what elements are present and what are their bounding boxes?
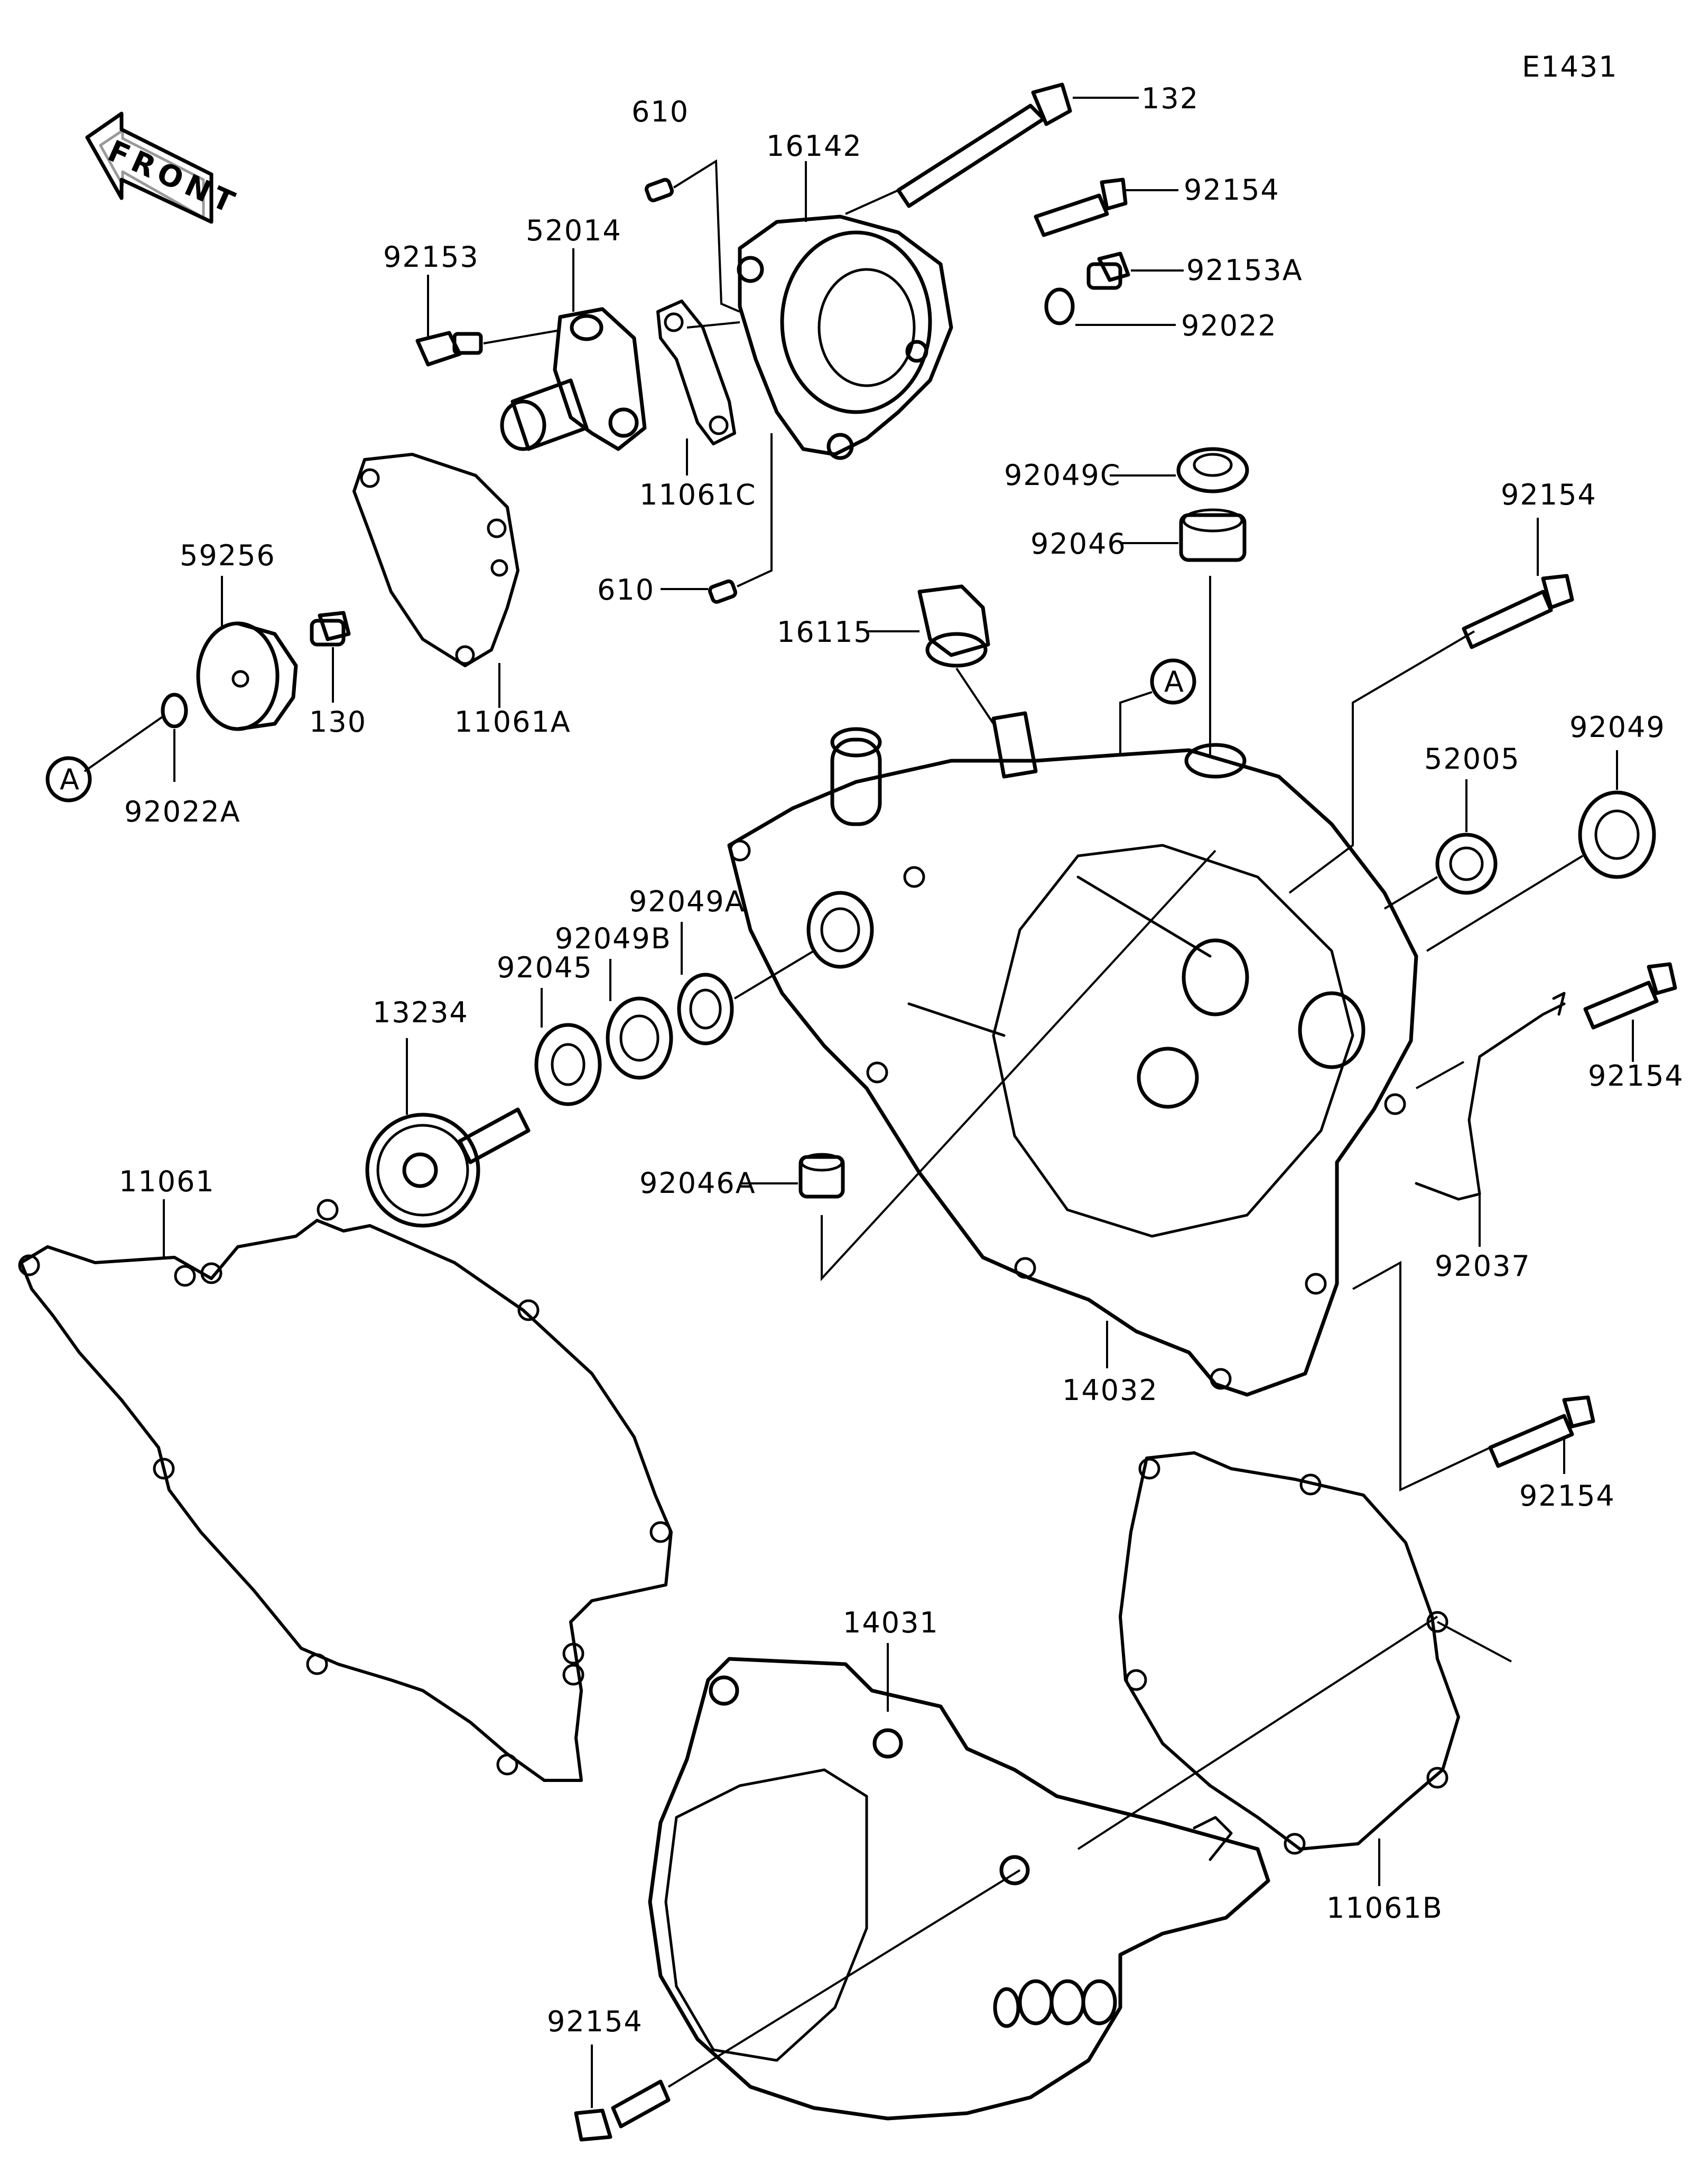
bolt-92154-top bbox=[1034, 178, 1128, 237]
washer-92022 bbox=[1044, 287, 1075, 325]
part-label-92046: 92046 bbox=[1030, 527, 1127, 561]
bolt-92154-right bbox=[1462, 574, 1574, 649]
part-label-132: 132 bbox=[1141, 82, 1199, 115]
gasket-11061B bbox=[1119, 1451, 1460, 1855]
seal-92049C bbox=[1176, 447, 1249, 493]
part-label-92154-right: 92154 bbox=[1501, 478, 1597, 511]
impeller-59256 bbox=[196, 621, 298, 731]
part-label-610-top: 610 bbox=[631, 95, 689, 128]
part-label-92154-top: 92154 bbox=[1184, 173, 1280, 207]
front-direction-arrow: FRONT bbox=[85, 111, 244, 224]
bolt-92153 bbox=[415, 331, 483, 367]
washer-92022A bbox=[161, 693, 188, 729]
svg-text:A: A bbox=[1164, 665, 1185, 698]
part-label-130: 130 bbox=[309, 705, 367, 739]
ref-marker-a-left: A bbox=[45, 756, 92, 802]
part-label-14031: 14031 bbox=[843, 1606, 939, 1639]
part-label-92154-mid: 92154 bbox=[1588, 1059, 1684, 1093]
part-label-92049A: 92049A bbox=[629, 885, 746, 918]
part-label-92037: 92037 bbox=[1435, 1249, 1531, 1283]
seal-92049B bbox=[606, 996, 673, 1080]
part-label-13234: 13234 bbox=[373, 996, 469, 1029]
bearing-92046 bbox=[1179, 508, 1247, 562]
part-label-11061B: 11061B bbox=[1326, 1891, 1443, 1925]
seal-92049A bbox=[677, 973, 734, 1046]
bearing-92045 bbox=[534, 1023, 602, 1106]
dowel-610-bottom bbox=[708, 579, 737, 604]
part-label-11061: 11061 bbox=[119, 1165, 215, 1198]
left-cover-14031 bbox=[648, 1657, 1270, 2121]
part-label-92049C: 92049C bbox=[1004, 459, 1121, 492]
part-label-92046A: 92046A bbox=[639, 1166, 756, 1200]
part-label-92022: 92022 bbox=[1181, 309, 1277, 342]
part-label-52014: 52014 bbox=[526, 214, 622, 247]
svg-text:A: A bbox=[60, 763, 80, 796]
bolt-132 bbox=[896, 82, 1072, 208]
part-label-92154-lower: 92154 bbox=[1519, 1479, 1615, 1513]
gear-13234 bbox=[365, 1107, 531, 1228]
part-label-14032: 14032 bbox=[1062, 1374, 1158, 1407]
part-label-92045: 92045 bbox=[497, 951, 593, 984]
part-label-92154-bottom: 92154 bbox=[547, 2005, 643, 2038]
bolt-92154-bottom bbox=[574, 2079, 671, 2142]
gasket-11061A bbox=[352, 453, 519, 667]
part-label-16115: 16115 bbox=[777, 615, 873, 649]
diagram-id: E1431 bbox=[1522, 50, 1618, 83]
part-label-92049: 92049 bbox=[1569, 711, 1666, 744]
seal-92049 bbox=[1578, 790, 1656, 879]
bearing-92046A bbox=[798, 1153, 845, 1199]
part-label-92153A: 92153A bbox=[1186, 254, 1303, 287]
part-label-52005: 52005 bbox=[1424, 742, 1520, 776]
dowel-610-top bbox=[644, 178, 674, 202]
part-label-92153: 92153 bbox=[383, 240, 479, 274]
bolt-92154-lower bbox=[1488, 1395, 1595, 1468]
part-label-11061C: 11061C bbox=[639, 478, 757, 511]
bearing-52005 bbox=[1435, 833, 1498, 895]
gasket-11061C bbox=[656, 300, 736, 445]
bolt-130 bbox=[310, 611, 351, 647]
part-label-92022A: 92022A bbox=[124, 795, 241, 828]
bolt-92153A bbox=[1086, 251, 1130, 290]
part-label-92049B: 92049B bbox=[555, 922, 672, 955]
part-label-16142: 16142 bbox=[766, 129, 862, 163]
fitting-52014 bbox=[500, 307, 647, 451]
part-label-11061A: 11061A bbox=[454, 705, 571, 739]
part-label-59256: 59256 bbox=[180, 539, 276, 572]
bolt-92154-mid bbox=[1583, 962, 1677, 1030]
right-cover-14032 bbox=[727, 711, 1418, 1397]
part-label-610-bottom: 610 bbox=[597, 573, 655, 606]
gasket-11061 bbox=[18, 1199, 673, 1782]
clip-92037 bbox=[1415, 992, 1566, 1201]
ref-marker-a-top: A bbox=[1150, 658, 1196, 705]
plug-16115 bbox=[917, 584, 990, 668]
pump-cover-16142 bbox=[737, 214, 953, 460]
